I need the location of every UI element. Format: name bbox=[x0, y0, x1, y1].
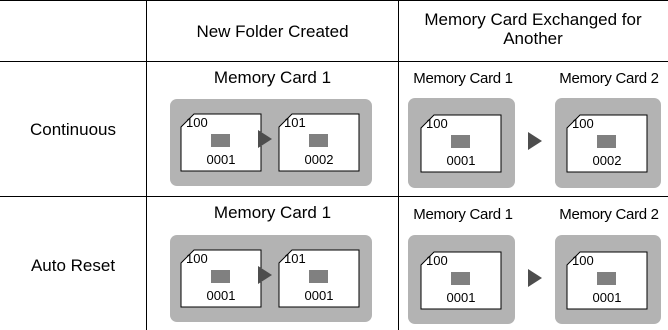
card-label: Memory Card 2 bbox=[559, 206, 659, 223]
folder-number: 101 bbox=[284, 251, 306, 266]
folder-icon: 100 0002 bbox=[566, 114, 648, 173]
folder-number: 100 bbox=[572, 253, 594, 268]
file-number: 0001 bbox=[447, 153, 476, 168]
file-number: 0001 bbox=[593, 290, 622, 305]
card-label: Memory Card 1 bbox=[213, 203, 332, 222]
card-label: Memory Card 1 bbox=[213, 68, 332, 87]
row-label-continuous: Continuous bbox=[29, 120, 116, 139]
folder-number: 100 bbox=[186, 251, 208, 266]
folder-number: 100 bbox=[572, 116, 594, 131]
column-divider-2 bbox=[398, 0, 399, 330]
file-icon bbox=[309, 270, 328, 283]
file-icon bbox=[597, 272, 616, 285]
right-arrow-icon bbox=[258, 130, 272, 148]
file-icon bbox=[309, 134, 328, 147]
file-icon bbox=[211, 270, 230, 283]
file-icon bbox=[451, 272, 470, 285]
folder-icon: 100 0001 bbox=[180, 113, 262, 172]
file-number: 0002 bbox=[593, 153, 622, 168]
file-number: 0001 bbox=[207, 152, 236, 167]
folder-icon: 100 0001 bbox=[180, 249, 262, 308]
card-label: Memory Card 1 bbox=[413, 70, 513, 87]
row-divider bbox=[0, 196, 668, 197]
right-arrow-icon bbox=[528, 132, 542, 150]
file-icon bbox=[451, 135, 470, 148]
file-number: 0002 bbox=[305, 152, 334, 167]
folder-number: 100 bbox=[186, 115, 208, 130]
folder-icon: 100 0001 bbox=[420, 114, 502, 173]
folder-icon: 100 0001 bbox=[420, 251, 502, 310]
file-icon bbox=[597, 135, 616, 148]
row-label-auto-reset: Auto Reset bbox=[30, 256, 116, 275]
file-number: 0001 bbox=[447, 290, 476, 305]
header-divider bbox=[0, 61, 668, 62]
folder-icon: 100 0001 bbox=[566, 251, 648, 310]
card-label: Memory Card 1 bbox=[413, 206, 513, 223]
right-arrow-icon bbox=[528, 269, 542, 287]
folder-number: 100 bbox=[426, 253, 448, 268]
folder-icon: 101 0001 bbox=[278, 249, 360, 308]
file-icon bbox=[211, 134, 230, 147]
file-number: 0001 bbox=[207, 288, 236, 303]
header-new-folder-created: New Folder Created bbox=[196, 22, 349, 41]
folder-number: 101 bbox=[284, 115, 306, 130]
folder-number: 100 bbox=[426, 116, 448, 131]
file-number: 0001 bbox=[305, 288, 334, 303]
header-memory-card-exchanged: Memory Card Exchanged for Another bbox=[424, 10, 642, 48]
table-top-border bbox=[0, 0, 668, 1]
right-arrow-icon bbox=[258, 266, 272, 284]
column-divider-1 bbox=[146, 0, 147, 330]
card-label: Memory Card 2 bbox=[559, 70, 659, 87]
folder-icon: 101 0002 bbox=[278, 113, 360, 172]
